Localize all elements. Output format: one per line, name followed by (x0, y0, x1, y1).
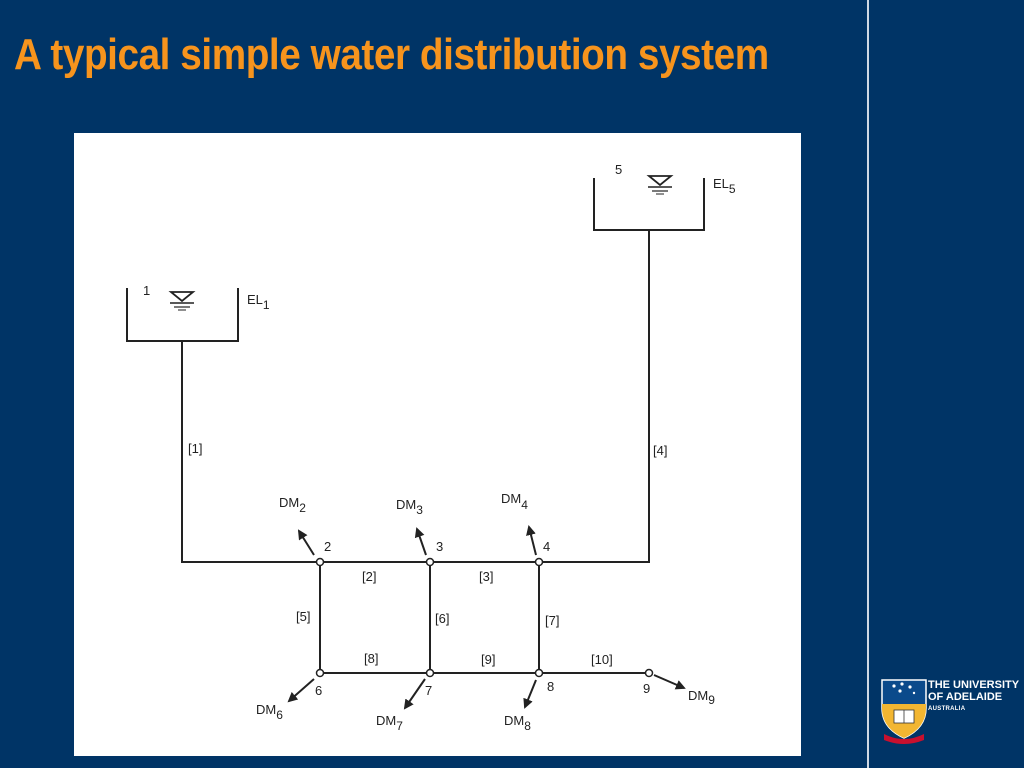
reservoir-1-elevation: EL1 (247, 292, 270, 312)
node-label-2: 2 (324, 539, 331, 554)
network-diagram: 1 EL1 5 EL5 [1] [ (126, 162, 736, 733)
pipe-label-5: [5] (296, 609, 310, 624)
water-level-icon (646, 175, 674, 187)
node-label-6: 6 (315, 683, 322, 698)
demand-label-2: DM2 (279, 495, 306, 515)
logo-line-2: OF ADELAIDE (928, 691, 1003, 703)
demand-label-3: DM3 (396, 497, 423, 517)
demand-label-4: DM4 (501, 491, 528, 512)
node-label-4: 4 (543, 539, 550, 554)
demand-label-9: DM9 (688, 688, 715, 707)
node-6 (315, 668, 325, 678)
pipes (181, 230, 650, 674)
logo-line-1: THE UNIVERSITY (928, 679, 1020, 691)
pipe-label-3: [3] (479, 569, 493, 584)
pipe-label-10: [10] (591, 652, 613, 667)
node-8 (534, 668, 544, 678)
node-9 (644, 668, 654, 678)
demand-arrow-9 (653, 674, 686, 690)
demand-label-8: DM8 (504, 713, 531, 733)
demand-arrow-7 (403, 678, 426, 710)
pipe-4-line (539, 230, 650, 563)
divider-line (867, 0, 869, 768)
reservoir-1-label: 1 (143, 283, 150, 298)
reservoir-5: 5 EL5 (593, 162, 736, 231)
slide-title: A typical simple water distribution syst… (14, 30, 769, 79)
water-level-icon (168, 291, 196, 303)
pipe-label-7: [7] (545, 613, 559, 628)
demand-label-6: DM6 (256, 702, 283, 722)
demand-arrow-2 (297, 529, 315, 556)
demand-arrow-8 (523, 679, 537, 709)
reservoir-5-elevation: EL5 (713, 176, 736, 196)
node-2 (315, 557, 325, 567)
node-3 (425, 557, 435, 567)
pipe-label-6: [6] (435, 611, 449, 626)
demand-label-7: DM7 (376, 713, 403, 733)
shield-icon (881, 679, 927, 744)
node-label-3: 3 (436, 539, 443, 554)
pipe-label-9: [9] (481, 652, 495, 667)
reservoir-1: 1 EL1 (126, 283, 270, 342)
demand-arrow-3 (414, 527, 427, 556)
pipe-label-1: [1] (188, 441, 202, 456)
pipe-label-2: [2] (362, 569, 376, 584)
pipe-label-8: [8] (364, 651, 378, 666)
pipe-1-line (181, 341, 320, 563)
node-label-7: 7 (425, 683, 432, 698)
node-label-9: 9 (643, 681, 650, 696)
node-7 (425, 668, 435, 678)
diagram-panel: 1 EL1 5 EL5 [1] [ (74, 133, 801, 756)
reservoir-5-label: 5 (615, 162, 622, 177)
node-4 (534, 557, 544, 567)
logo-line-3: AUSTRALIA (928, 706, 966, 712)
node-label-8: 8 (547, 679, 554, 694)
demand-arrow-6 (287, 678, 315, 703)
demand-arrow-4 (526, 525, 537, 556)
pipe-label-4: [4] (653, 443, 667, 458)
university-logo: THE UNIVERSITY OF ADELAIDE AUSTRALIA (878, 676, 1020, 746)
